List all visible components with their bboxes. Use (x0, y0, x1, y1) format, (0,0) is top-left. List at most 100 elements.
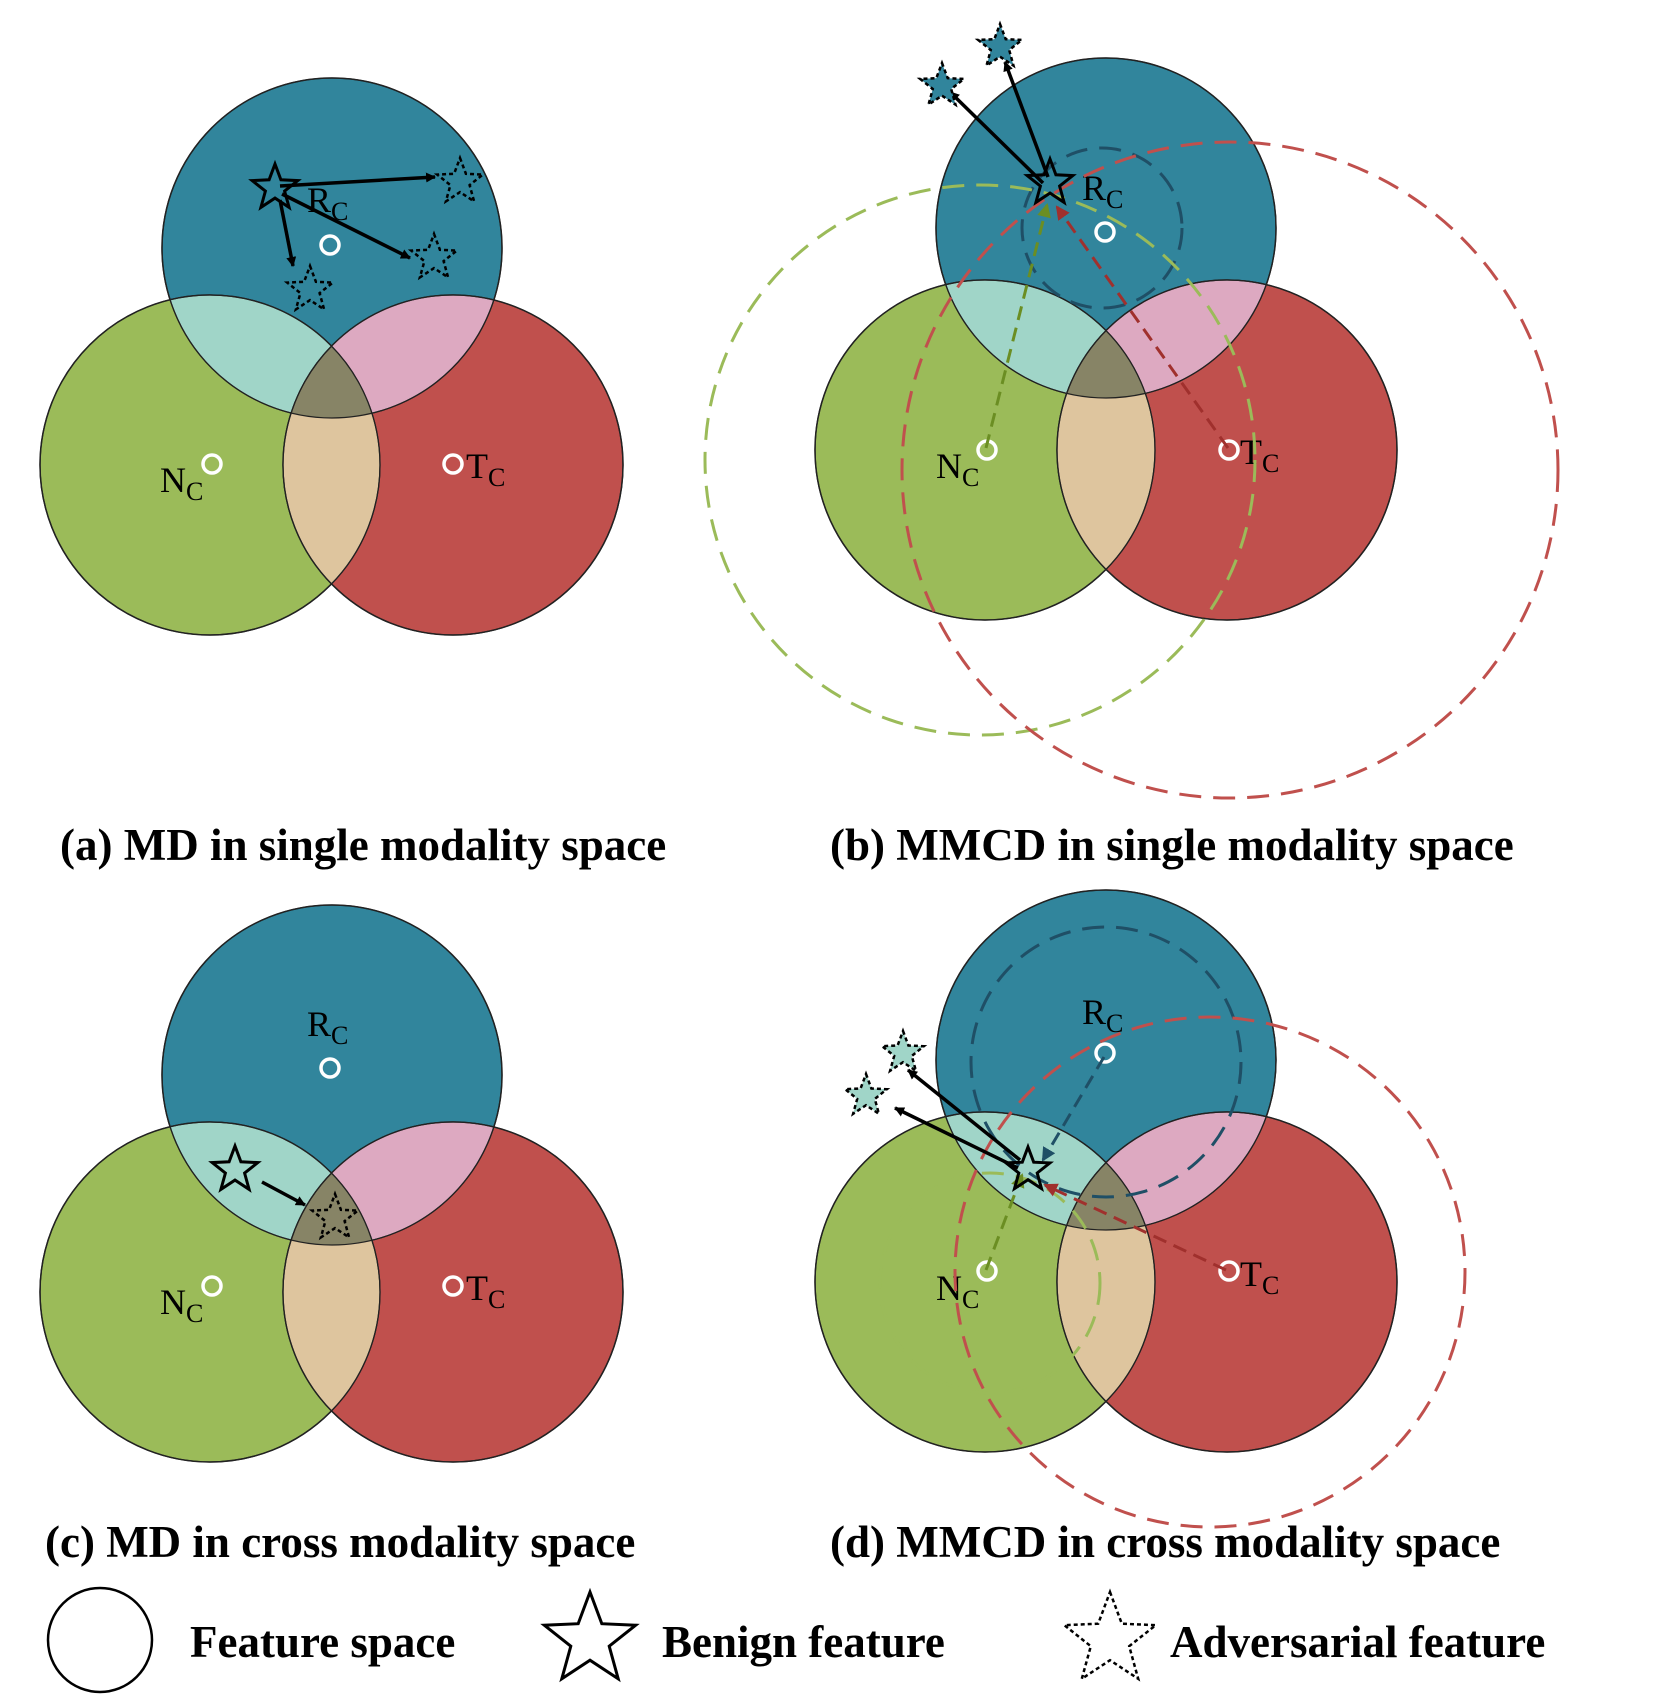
n-label-sub: C (186, 477, 203, 506)
benign-star-icon (540, 1587, 640, 1683)
r-label: RC (1082, 992, 1123, 1038)
t-label-sub: C (488, 463, 505, 492)
r-outline (161, 77, 503, 419)
legend-feature-space: Feature space (190, 1617, 455, 1667)
attack-arrow (1003, 61, 1050, 178)
caption-d: (d) MMCD in cross modality space (830, 1517, 1500, 1567)
n-label-main: N (160, 1282, 186, 1322)
t-pull-arrow (1055, 205, 1230, 449)
adversarial-star-icon (878, 1027, 928, 1074)
t-label-main: T (1240, 432, 1262, 472)
r-centroid (1094, 221, 1116, 243)
adversarial-star-icon (433, 154, 487, 205)
n-centroid (976, 1260, 998, 1282)
t-label: TC (1240, 432, 1279, 478)
attack-arrow (906, 1068, 1022, 1162)
t-label-main: T (466, 446, 488, 486)
r-pull-arrow (1041, 1056, 1106, 1162)
caption-a: (a) MD in single modality space (60, 820, 666, 870)
n-radius-circle (703, 183, 1257, 737)
n-label-sub: C (962, 1285, 979, 1314)
r-radius-circle (1020, 146, 1184, 310)
t-label-sub: C (488, 1285, 505, 1314)
r-centroid (319, 1057, 341, 1079)
t-label-main: T (1240, 1254, 1262, 1294)
benign-star-icon (540, 1587, 640, 1683)
benign-star-icon (1002, 1142, 1054, 1193)
n-outline (39, 294, 381, 636)
t-centroid (442, 1275, 464, 1297)
r-centroid (1094, 1042, 1116, 1064)
adversarial-star-icon (308, 1190, 362, 1241)
adversarial-star-icon (916, 59, 968, 108)
n-outline (39, 1121, 381, 1463)
n-centroid (201, 453, 223, 475)
adversarial-star-icon (1060, 1588, 1160, 1682)
n-label: NC (160, 460, 203, 506)
adversarial-star-icon (841, 1070, 891, 1117)
t-label: TC (1240, 1254, 1279, 1300)
attack-arrow (894, 1106, 1019, 1170)
r-label-sub: C (331, 1021, 348, 1050)
n-label: NC (936, 446, 979, 492)
t-centroid (1218, 439, 1240, 461)
attack-arrow (278, 199, 297, 267)
t-outline (1056, 279, 1398, 621)
t-pull-arrow (1043, 1183, 1227, 1272)
attack-arrow (279, 172, 436, 188)
legend-adversarial-feature: Adversarial feature (1170, 1617, 1545, 1667)
t-radius-circle (900, 140, 1560, 800)
r-outline (935, 57, 1277, 399)
n-outline (814, 279, 1156, 621)
attack-arrow (281, 192, 411, 260)
r-label: RC (307, 1004, 348, 1050)
r-outline (161, 904, 503, 1246)
t-outline (282, 294, 624, 636)
adversarial-star-icon (974, 20, 1026, 69)
t-label-main: T (466, 1268, 488, 1308)
adversarial-star-icon (1060, 1588, 1160, 1682)
n-pull-arrow (984, 1173, 1025, 1271)
t-label-sub: C (1262, 1271, 1279, 1300)
r-outline (935, 889, 1277, 1231)
caption-c: (c) MD in cross modality space (45, 1517, 635, 1567)
n-label-main: N (936, 446, 962, 486)
n-pull-arrow (984, 203, 1051, 449)
n-centroid (201, 1275, 223, 1297)
circle-icon (46, 1586, 154, 1694)
t-label-sub: C (1262, 449, 1279, 478)
n-radius-circle (878, 1171, 1102, 1395)
t-centroid (442, 453, 464, 475)
r-label-main: R (307, 1004, 331, 1044)
legend: Feature space Benign feature Adversarial… (46, 1586, 1545, 1694)
n-outline (814, 1111, 1156, 1453)
adversarial-star-icon (283, 262, 337, 313)
t-radius-circle (953, 1015, 1467, 1529)
benign-star-icon (248, 159, 302, 211)
attack-arrow (261, 1180, 306, 1207)
legend-benign-feature: Benign feature (662, 1617, 945, 1667)
benign-star-icon (208, 1141, 262, 1193)
t-outline (282, 1121, 624, 1463)
r-label-sub: C (1106, 1009, 1123, 1038)
adversarial-star-icon (407, 230, 461, 281)
n-label: NC (160, 1282, 203, 1328)
caption-b: (b) MMCD in single modality space (830, 820, 1514, 870)
r-label-main: R (1082, 992, 1106, 1032)
n-label-main: N (160, 460, 186, 500)
t-label: TC (466, 446, 505, 492)
n-label-main: N (936, 1268, 962, 1308)
r-radius-circle (969, 925, 1243, 1199)
n-label-sub: C (186, 1299, 203, 1328)
t-outline (1056, 1111, 1398, 1453)
n-label: NC (936, 1268, 979, 1314)
t-label: TC (466, 1268, 505, 1314)
r-centroid (319, 234, 341, 256)
attack-arrow (948, 90, 1045, 185)
n-label-sub: C (962, 463, 979, 492)
